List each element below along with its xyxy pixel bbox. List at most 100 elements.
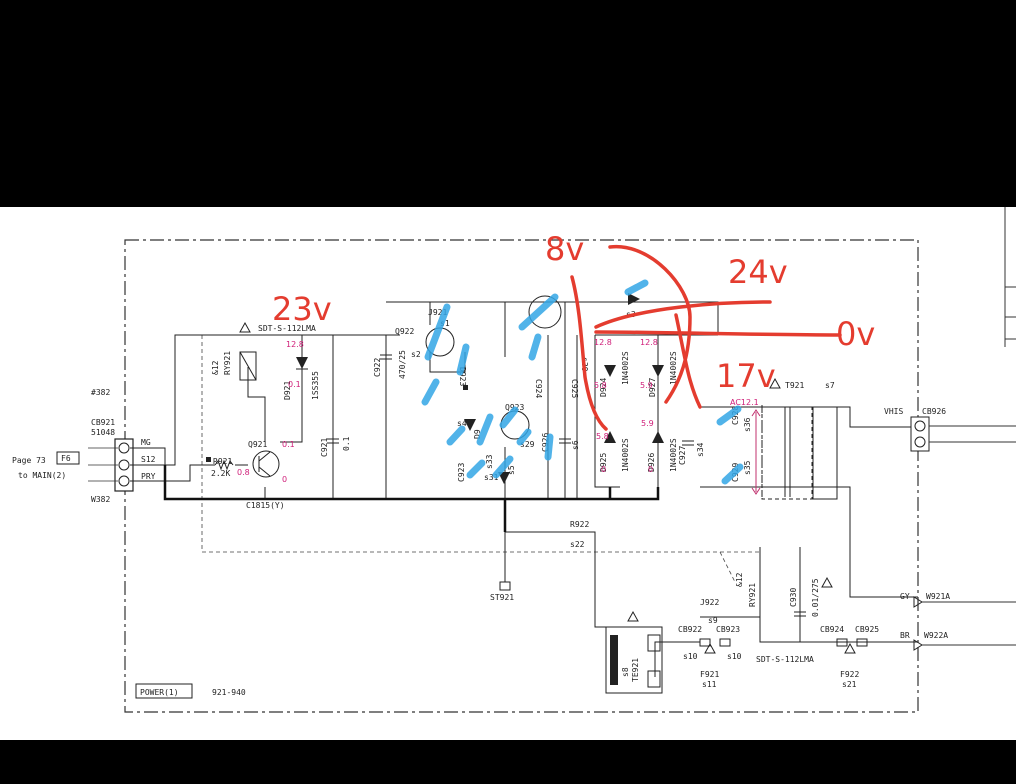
volt-5-8-a: 5.8 bbox=[594, 381, 607, 390]
q921-label: Q921 bbox=[248, 440, 267, 449]
c930-label: C930 bbox=[789, 588, 798, 607]
st921-label: ST921 bbox=[490, 593, 514, 602]
cb921-number: 51048 bbox=[91, 428, 115, 437]
node-s34: s34 bbox=[696, 442, 705, 457]
volt-0-1-b: 0.1 bbox=[282, 440, 295, 449]
node-s36: s36 bbox=[743, 417, 752, 432]
schematic-diagram: #382 CB921 51048 MG S12 PRY W382 Page 73… bbox=[12, 207, 1016, 713]
volt-12-8-c: 12.8 bbox=[640, 338, 658, 347]
r922-label: R922 bbox=[570, 520, 589, 529]
volt-0-a: 0 bbox=[282, 475, 287, 484]
pin-s12: S12 bbox=[141, 455, 156, 464]
annotation-17v: 17v bbox=[716, 357, 776, 395]
cb921-label: CB921 bbox=[91, 418, 115, 427]
t921-transformer bbox=[761, 406, 813, 500]
page-ref: Page 73 bbox=[12, 456, 46, 465]
c928-label: C928 bbox=[731, 406, 740, 425]
vhis-label: VHIS bbox=[884, 407, 903, 416]
volt-0-1-a: 0.1 bbox=[288, 380, 301, 389]
node-s29: s29 bbox=[520, 440, 535, 449]
volt-0-8: 0.8 bbox=[237, 468, 250, 477]
f921-label: F921 bbox=[700, 670, 719, 679]
w921a-label: W921A bbox=[926, 592, 950, 601]
node-s10-a: s10 bbox=[683, 652, 698, 661]
node-s6: s6 bbox=[571, 440, 580, 450]
c930-value: 0.01/275 bbox=[811, 578, 820, 617]
r921-value: 2.2K bbox=[211, 469, 230, 478]
ry921-coil bbox=[239, 351, 257, 381]
node-s35: s35 bbox=[743, 460, 752, 475]
cb926-label: CB926 bbox=[922, 407, 946, 416]
q922-label: Q922 bbox=[395, 327, 414, 336]
l12b-label: &12 bbox=[735, 572, 744, 587]
page-code: F6 bbox=[61, 454, 71, 463]
te921-label: TE921 bbox=[631, 658, 640, 682]
d925-part: 1N4002S bbox=[621, 438, 630, 472]
q-top-transistor bbox=[528, 295, 562, 329]
c1815-label: C1815(Y) bbox=[246, 501, 285, 510]
annotation-23v: 23v bbox=[272, 290, 332, 328]
w382-label: W382 bbox=[91, 495, 110, 504]
volt-0-b: 0 bbox=[601, 465, 606, 474]
w922a-label: W922A bbox=[924, 631, 948, 640]
d924-part: 1N4002S bbox=[621, 351, 630, 385]
d925-label: D925 bbox=[599, 453, 608, 472]
tag-382: #382 bbox=[91, 388, 110, 397]
j922-label: J922 bbox=[700, 598, 719, 607]
volt-5-8-b: 5.8 bbox=[596, 432, 609, 441]
c924-label: C924 bbox=[534, 379, 543, 398]
node-s33: s33 bbox=[485, 454, 494, 469]
cb923-label: CB923 bbox=[716, 625, 740, 634]
te921-block bbox=[605, 626, 663, 694]
relay-top-label: SDT-S-112LMA bbox=[258, 324, 316, 333]
volt-12-8-b: 12.8 bbox=[594, 338, 612, 347]
d926-part: 1N4002S bbox=[669, 438, 678, 472]
blue-highlights bbox=[421, 279, 744, 485]
j921-label: J921 bbox=[428, 308, 447, 317]
br-label: BR bbox=[900, 631, 910, 640]
gy-label: GY bbox=[900, 592, 910, 601]
ry921b-label: RY921 bbox=[748, 583, 757, 607]
node-s2: s2 bbox=[411, 350, 421, 359]
volt-5-9-b: 5.9 bbox=[641, 419, 654, 428]
node-s9: s9 bbox=[708, 616, 718, 625]
pin-mg: MG bbox=[141, 438, 151, 447]
c921-value: 0.1 bbox=[342, 436, 351, 451]
cb922-label: CB922 bbox=[678, 625, 702, 634]
cb925-label: CB925 bbox=[855, 625, 879, 634]
d927-label: D927 bbox=[648, 378, 657, 397]
relay-bottom-label: SDT-S-112LMA bbox=[756, 655, 814, 664]
node-s5: s5 bbox=[507, 465, 516, 475]
t921-label: T921 bbox=[785, 381, 804, 390]
node-s10-b: s10 bbox=[727, 652, 742, 661]
node-s7: s7 bbox=[825, 381, 835, 390]
annotation-8v: 8v bbox=[545, 230, 584, 268]
volt-0-c: 0 bbox=[648, 465, 653, 474]
d926-label: D926 bbox=[647, 453, 656, 472]
volt-12-8-a: 12.8 bbox=[286, 340, 304, 349]
c922-label: C922 bbox=[373, 358, 382, 377]
power-label: POWER(1) bbox=[140, 688, 179, 697]
d921-label: D921 bbox=[283, 381, 292, 400]
c925-label: C925 bbox=[570, 379, 579, 398]
volt-5-9-a: 5.9 bbox=[640, 381, 653, 390]
c926-label: C926 bbox=[541, 433, 550, 452]
to-main-label: to MAIN(2) bbox=[18, 471, 66, 480]
node-s8: s8 bbox=[621, 667, 630, 677]
annotation-0v: 0v bbox=[836, 315, 875, 353]
node-s4: s4 bbox=[457, 419, 467, 428]
node-s1: s1 bbox=[440, 319, 450, 328]
d921-part: 1SS355 bbox=[311, 371, 320, 400]
red-annotation-lines bbox=[570, 245, 842, 431]
node-s22: s22 bbox=[570, 540, 585, 549]
l12a-label: &12 bbox=[211, 360, 220, 375]
f922-label: F922 bbox=[840, 670, 859, 679]
d924-label: D924 bbox=[599, 378, 608, 397]
ground-bus bbox=[163, 465, 612, 532]
d923-label: D923 bbox=[458, 367, 467, 386]
range-label: 921-940 bbox=[212, 688, 246, 697]
c921-label: C921 bbox=[320, 438, 329, 457]
c922-value: 470/25 bbox=[398, 350, 407, 379]
c927-label: C927 bbox=[678, 446, 687, 465]
